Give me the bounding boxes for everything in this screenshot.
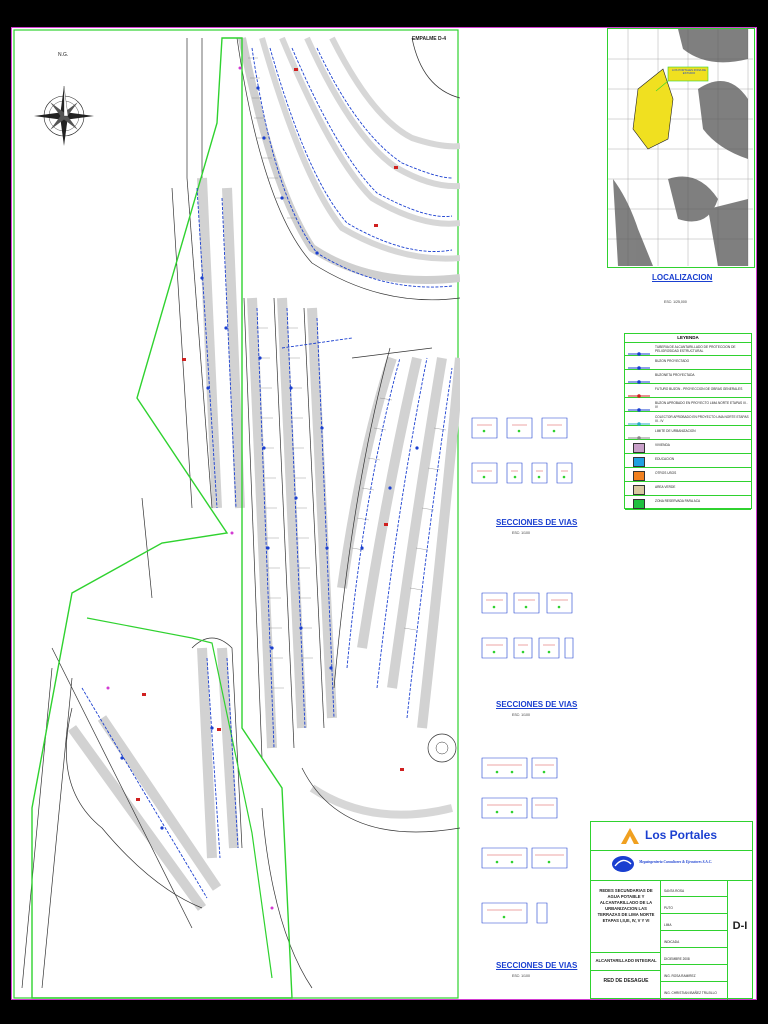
connection-points [106,66,274,910]
title-block-fields: SANTA ROSA PUTO LIMA INDICADA DICIEMBRE 2008… [661,880,727,1000]
legend-symbol [627,387,651,398]
title-block-field-value: SANTA ROSA [664,889,685,893]
plan-frame [13,29,459,999]
legend-label: ZONA RESERVADA PARA ACA [655,499,701,503]
legend-item: BUZON APROBADO EN PROYECTO LIMA NORTE ET… [625,398,751,412]
legend-item: BUZONETA PROYECTADA [625,370,751,384]
legend: LEYENDA TUBERIA DE ALCANTARILLADO DE PRO… [624,333,752,510]
legend-label: EDUCACION [655,457,675,461]
urbanization-boundary [31,37,293,999]
legend-label: OTROS USOS [655,471,677,475]
lot-blocks [67,36,460,911]
legend-label: VIVIENDA [655,443,670,447]
roundabout-inner [435,741,449,755]
client-logo-box: Los Portales [591,822,752,851]
legend-item: AREA VERDE [625,482,751,496]
legend-label: BUZONETA PROYECTADA [655,373,695,377]
project-title: REDES SECUNDARIAS DE AGUA POTABLE Y ALCA… [597,888,655,923]
title-block-field: INDICADA [661,931,727,948]
legend-item: COLECTOR APROBADO EN PROYECTO LIMA NORTE… [625,412,751,426]
road-sections-group-1 [471,417,573,484]
localization-scale: ESC: 1/25,000 [664,300,687,304]
title-block: Los Portales Megaingeniería Consultores … [590,821,753,1000]
consultant-logo-icon [612,856,634,872]
road-sections-scale-3: ESC: 1/100 [512,974,530,978]
legend-item: VIVIENDA [625,440,751,454]
legend-title: LEYENDA [625,334,751,343]
localization-title: LOCALIZACION [652,273,713,282]
legend-item: BUZON PROYECTADO [625,356,751,370]
title-block-field: DICIEMBRE 2008 [661,948,727,965]
title-block-field-value: DICIEMBRE 2008 [664,957,690,961]
legend-item: OTROS USOS [625,468,751,482]
legend-symbol [627,401,651,412]
north-arrow-icon [34,85,94,146]
consultant-name: Megaingeniería Consultores & Ejecutores … [639,860,712,864]
road-sections-scale-2: ESC: 1/100 [512,713,530,717]
legend-symbol [627,429,651,440]
legend-label: LIMITE DE URBANIZACION [655,429,696,433]
manholes [120,86,419,830]
legend-item: LIMITE DE URBANIZACION [625,426,751,440]
road-sections-group-3 [481,757,568,924]
legend-label: TUBERIA DE ALCANTARILLADO DE PROTECCION … [655,345,736,353]
sheet-code-box: D-I [727,880,752,1000]
legend-item: EDUCACION [625,454,751,468]
plan-subject: ALCANTARILLADO INTEGRAL [595,958,657,963]
legend-symbol [627,373,651,384]
legend-symbol [633,457,645,467]
title-block-field-value: INDICADA [664,940,680,944]
street-outlines [21,37,460,989]
future-manholes [136,68,404,801]
title-block-field: SANTA ROSA [661,880,727,897]
title-block-field: ING. CHRISTIAN IBAÑEZ TRUJILLO [661,982,727,999]
legend-symbol [633,499,645,509]
drawing-sheet: N.G. EMPALME D-4 LOS PORTALES ZONA DE ES… [11,27,757,1000]
company-name: Los Portales [645,828,718,842]
match-line-label: EMPALME D-4 [412,36,447,42]
title-block-field-value: ING. CHRISTIAN IBAÑEZ TRUJILLO [664,991,717,995]
title-block-field: LIMA [661,914,727,931]
plan-name: RED DE DESAGUE [603,978,649,984]
road-sections-group-2 [481,592,574,659]
legend-item: FUTURO BUZON - PROYECCION DE OBRAS GENER… [625,384,751,398]
site-plan [13,29,460,999]
roundabout [427,733,457,763]
legend-item: ZONA RESERVADA PARA ACA [625,496,751,510]
legend-symbol [627,415,651,426]
study-zone-label: LOS PORTALES ZONA DE ESTUDIO [671,68,707,76]
legend-item: TUBERIA DE ALCANTARILLADO DE PROTECCION … [625,342,751,356]
localization-map: LOS PORTALES ZONA DE ESTUDIO [607,28,755,268]
legend-symbol [633,471,645,481]
legend-symbol [633,485,645,495]
legend-symbol [627,359,651,370]
road-sections-scale-1: ESC: 1/100 [512,531,530,535]
title-block-field-value: PUTO [664,906,673,910]
legend-label: AREA VERDE [655,485,676,489]
localization-map-graphic [608,29,753,266]
road-sections-title-2: SECCIONES DE VIAS [496,700,578,709]
sheet-code: D-I [732,920,748,932]
legend-symbol [627,345,651,356]
title-block-field: PUTO [661,897,727,914]
north-label: N.G. [58,52,69,58]
study-zone [632,68,674,150]
legend-label: FUTURO BUZON - PROYECCION DE OBRAS GENER… [655,387,743,391]
stage-boundary [86,617,273,979]
road-sections-title-1: SECCIONES DE VIAS [496,518,578,527]
title-block-field-value: LIMA [664,923,672,927]
legend-label: COLECTOR APROBADO EN PROYECTO LIMA NORTE… [655,415,749,423]
los-portales-logo-icon [621,828,639,844]
title-block-field: ING. ROSA RAMIREZ [661,965,727,982]
project-box: REDES SECUNDARIAS DE AGUA POTABLE Y ALCA… [591,880,661,1000]
consultant-box: Megaingeniería Consultores & Ejecutores … [591,850,752,881]
legend-symbol [633,443,645,453]
title-block-field-value: ING. ROSA RAMIREZ [664,974,696,978]
legend-label: BUZON APROBADO EN PROYECTO LIMA NORTE ET… [655,401,748,409]
road-sections-title-3: SECCIONES DE VIAS [496,961,578,970]
lot-divisions [248,57,447,689]
sewer-network [81,47,453,899]
legend-label: BUZON PROYECTADO [655,359,690,363]
